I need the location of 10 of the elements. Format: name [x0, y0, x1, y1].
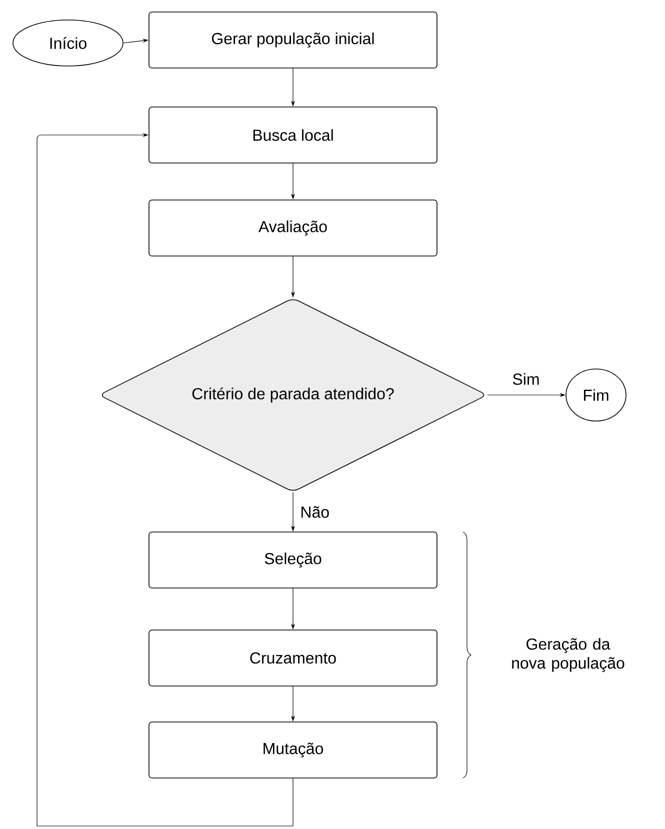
- group-label: Geração da nova população: [512, 638, 624, 672]
- arrow: [36, 132, 294, 826]
- process-box: Avaliação: [148, 200, 438, 256]
- process-box: Busca local: [148, 106, 438, 164]
- process-box: Cruzamento: [148, 630, 438, 686]
- process-box: Gerar população inicial: [148, 12, 438, 68]
- edge-label: Sim: [511, 372, 541, 386]
- edge-label: Não: [299, 505, 331, 519]
- process-box: Mutação: [148, 722, 438, 778]
- process-box: Seleção: [148, 532, 438, 588]
